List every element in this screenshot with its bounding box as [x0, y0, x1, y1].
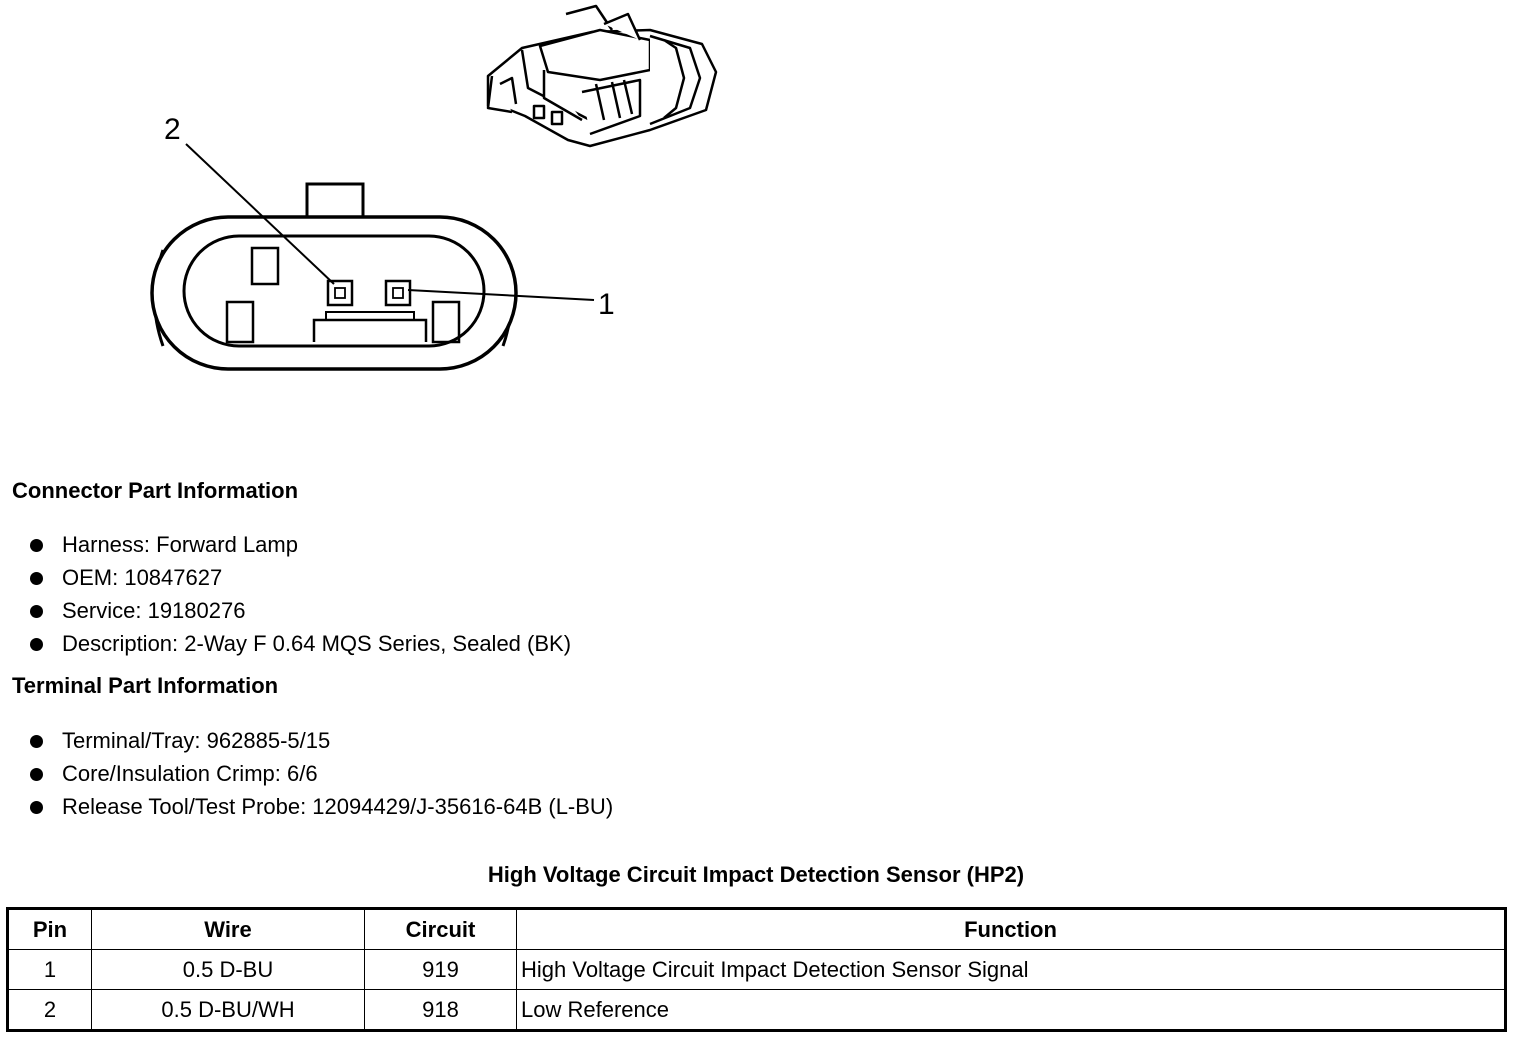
- list-item-text: Description: 2-Way F 0.64 MQS Series, Se…: [62, 631, 572, 656]
- bullet-icon: [30, 735, 43, 748]
- bullet-icon: [30, 605, 43, 618]
- callout-pin-1: 1: [598, 288, 615, 321]
- cell-circuit: 919: [364, 949, 517, 990]
- table-title: High Voltage Circuit Impact Detection Se…: [487, 862, 1025, 887]
- cell-pin: 1: [7, 949, 92, 990]
- list-item-text: Core/Insulation Crimp: 6/6: [62, 761, 318, 786]
- terminal-part-info-heading: Terminal Part Information: [12, 673, 279, 698]
- column-header-circuit: Circuit: [364, 908, 517, 950]
- bullet-icon: [30, 638, 43, 651]
- connector-3d-illustration: [486, 4, 718, 148]
- list-item-text: Service: 19180276: [62, 598, 246, 623]
- list-item-text: OEM: 10847627: [62, 565, 223, 590]
- list-item: Terminal/Tray: 962885-5/15: [28, 726, 613, 759]
- list-item: Service: 19180276: [28, 596, 571, 629]
- list-item: Description: 2-Way F 0.64 MQS Series, Se…: [28, 629, 571, 662]
- connector-face-view: [150, 143, 595, 371]
- cell-function: High Voltage Circuit Impact Detection Se…: [516, 949, 1506, 990]
- column-header-function: Function: [516, 908, 1506, 950]
- callout-pin-2: 2: [164, 113, 181, 146]
- column-header-pin: Pin: [7, 908, 92, 950]
- bullet-icon: [30, 539, 43, 552]
- list-item: Harness: Forward Lamp: [28, 530, 571, 563]
- cell-circuit: 918: [364, 989, 517, 1031]
- terminal-pin-1: [384, 279, 412, 307]
- list-item: OEM: 10847627: [28, 563, 571, 596]
- bullet-icon: [30, 572, 43, 585]
- pinout-table: Pin Wire Circuit Function 1 0.5 D-BU 919…: [6, 907, 1507, 1032]
- cell-wire: 0.5 D-BU: [91, 949, 365, 990]
- list-item-text: Release Tool/Test Probe: 12094429/J-3561…: [62, 794, 614, 819]
- list-item: Core/Insulation Crimp: 6/6: [28, 759, 613, 792]
- list-item-text: Terminal/Tray: 962885-5/15: [62, 728, 331, 753]
- bullet-icon: [30, 768, 43, 781]
- list-item: Release Tool/Test Probe: 12094429/J-3561…: [28, 792, 613, 825]
- connector-part-info-list: Harness: Forward Lamp OEM: 10847627 Serv…: [28, 530, 571, 662]
- table-row: 2 0.5 D-BU/WH 918 Low Reference: [7, 989, 1506, 1031]
- table-row: 1 0.5 D-BU 919 High Voltage Circuit Impa…: [7, 949, 1506, 990]
- connector-part-info-heading: Connector Part Information: [12, 478, 299, 503]
- connector-diagram: 2 1: [150, 4, 718, 371]
- terminal-pin-2: [326, 279, 354, 307]
- cell-function: Low Reference: [516, 989, 1506, 1031]
- table-header-row: Pin Wire Circuit Function: [7, 908, 1506, 950]
- terminal-part-info-list: Terminal/Tray: 962885-5/15 Core/Insulati…: [28, 726, 613, 825]
- cell-wire: 0.5 D-BU/WH: [91, 989, 365, 1031]
- list-item-text: Harness: Forward Lamp: [62, 532, 298, 557]
- cell-pin: 2: [7, 989, 92, 1031]
- bullet-icon: [30, 801, 43, 814]
- column-header-wire: Wire: [91, 908, 365, 950]
